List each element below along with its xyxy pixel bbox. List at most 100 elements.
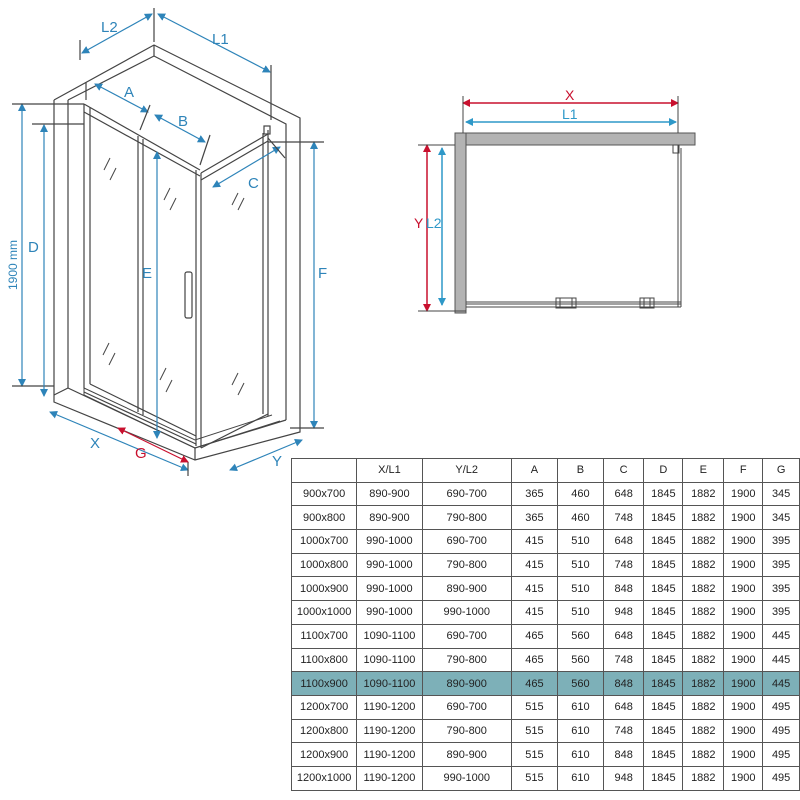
table-cell: 948	[602, 600, 645, 625]
label-d: D	[28, 239, 39, 256]
label-a: A	[124, 84, 134, 101]
table-cell: 1882	[682, 552, 725, 578]
table-cell: 1882	[682, 647, 725, 673]
table-cell: 1900	[723, 742, 764, 767]
table-cell: 445	[762, 647, 800, 673]
table-cell: 1090-1100	[356, 671, 423, 696]
table-cell: 510	[556, 600, 604, 625]
table-cell: 515	[510, 718, 558, 744]
table-size-cell: 900x800	[290, 505, 358, 531]
table-cell: 1882	[682, 671, 725, 696]
table-cell: 610	[556, 718, 604, 744]
table-cell: 510	[556, 529, 604, 554]
table-header-cell: A	[510, 458, 558, 483]
table-cell: 748	[602, 647, 645, 673]
table-cell: 365	[510, 505, 558, 531]
table-cell: 495	[762, 718, 800, 744]
table-cell: 1882	[682, 529, 725, 554]
label-b: B	[178, 113, 188, 130]
table-cell: 1882	[682, 576, 725, 602]
table-cell: 748	[602, 505, 645, 531]
table-cell: 648	[602, 623, 645, 649]
table-cell: 990-1000	[356, 552, 423, 578]
table-header-cell: C	[602, 458, 645, 483]
table-cell: 560	[556, 671, 604, 696]
table-cell: 395	[762, 576, 800, 602]
table-cell: 1845	[643, 505, 684, 531]
table-cell: 1900	[723, 481, 764, 507]
table-size-cell: 1000x1000	[290, 600, 358, 625]
table-cell: 610	[556, 742, 604, 767]
table-size-cell: 900x700	[290, 481, 358, 507]
table-cell: 1845	[643, 671, 684, 696]
table-cell: 465	[510, 671, 558, 696]
table-cell: 510	[556, 576, 604, 602]
table-cell: 790-800	[421, 647, 512, 673]
table-cell: 648	[602, 694, 645, 720]
table-cell: 395	[762, 552, 800, 578]
table-cell: 1882	[682, 765, 725, 791]
table-cell: 890-900	[421, 576, 512, 602]
label-l2: L2	[101, 19, 118, 36]
table-cell: 460	[556, 481, 604, 507]
table-cell: 790-800	[421, 552, 512, 578]
table-cell: 1845	[643, 623, 684, 649]
table-cell: 990-1000	[421, 600, 512, 625]
table-cell: 648	[602, 529, 645, 554]
table-cell: 690-700	[421, 481, 512, 507]
table-header-cell: D	[643, 458, 684, 483]
table-cell: 560	[556, 623, 604, 649]
table-cell: 465	[510, 623, 558, 649]
table-cell: 415	[510, 552, 558, 578]
glass-reflections	[102, 157, 245, 396]
table-cell: 445	[762, 623, 800, 649]
plan-label-y: Y	[414, 215, 424, 231]
table-cell: 1882	[682, 505, 725, 531]
table-cell: 1845	[643, 529, 684, 554]
label-l1: L1	[212, 31, 229, 48]
table-size-cell: 1000x900	[290, 576, 358, 602]
table-cell: 648	[602, 481, 645, 507]
table-cell: 690-700	[421, 694, 512, 720]
table-cell: 1845	[643, 481, 684, 507]
table-cell: 1900	[723, 552, 764, 578]
table-size-cell: 1200x1000	[290, 765, 358, 791]
table-cell: 460	[556, 505, 604, 531]
table-cell: 395	[762, 529, 800, 554]
table-cell: 1900	[723, 505, 764, 531]
table-cell: 1882	[682, 718, 725, 744]
plan-label-x: X	[565, 87, 575, 103]
plan-label-l1: L1	[562, 106, 578, 122]
table-cell: 1900	[723, 600, 764, 625]
table-cell: 465	[510, 647, 558, 673]
label-y: Y	[272, 453, 282, 470]
table-header-cell: E	[682, 458, 725, 483]
table-cell: 415	[510, 600, 558, 625]
table-cell: 1845	[643, 576, 684, 602]
plan-extension-lines	[418, 96, 679, 312]
label-x: X	[90, 435, 100, 452]
table-cell: 690-700	[421, 529, 512, 554]
table-cell: 990-1000	[356, 576, 423, 602]
label-c: C	[248, 175, 259, 192]
table-cell: 690-700	[421, 623, 512, 649]
plan-label-l2: L2	[426, 215, 442, 231]
table-cell: 1090-1100	[356, 623, 423, 649]
table-cell: 1190-1200	[356, 765, 423, 791]
table-cell: 890-900	[421, 671, 512, 696]
table-cell: 1900	[723, 718, 764, 744]
table-cell: 1900	[723, 623, 764, 649]
label-height: 1900 mm	[6, 240, 20, 290]
table-cell: 990-1000	[356, 600, 423, 625]
table-cell: 990-1000	[421, 765, 512, 791]
table-cell: 848	[602, 671, 645, 696]
table-cell: 510	[556, 552, 604, 578]
table-cell: 1190-1200	[356, 694, 423, 720]
